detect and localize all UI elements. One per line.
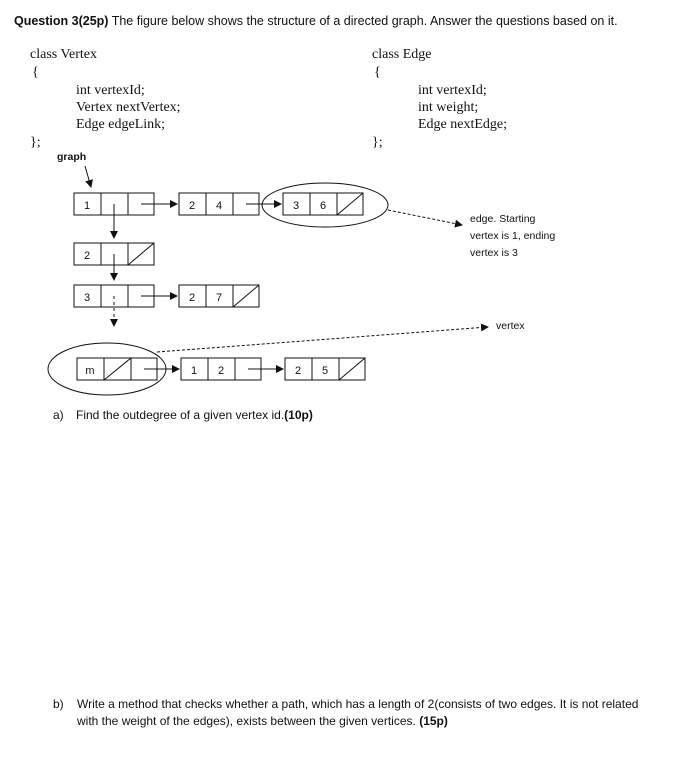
edge-vertex-id: 2	[189, 292, 195, 304]
edge-weight: 2	[218, 365, 224, 377]
question-intro: The figure below shows the structure of …	[111, 14, 618, 28]
edge-field-weight: int weight;	[418, 100, 479, 115]
edge-weight: 6	[320, 200, 326, 212]
edge-annotation-line-1: edge. Starting	[470, 213, 536, 225]
part-b-line-1: Write a method that checks whether a pat…	[77, 697, 639, 711]
vertex-id-m: m	[85, 365, 94, 377]
edge-class-open: {	[374, 65, 381, 80]
edge-weight: 5	[322, 365, 328, 377]
vertex-class-open: {	[32, 65, 39, 80]
edge-annotation-line-2: vertex is 1, ending	[470, 230, 555, 242]
vertex-id-3: 3	[84, 292, 90, 304]
edge-class-decl: class Edge	[372, 47, 432, 62]
edge-node-2-7: 2 7	[178, 284, 260, 308]
vertex-annotation-arrow	[156, 323, 489, 353]
edge-weight: 7	[216, 292, 222, 304]
edge-vertex-id: 1	[191, 365, 197, 377]
graph-label: graph	[57, 151, 86, 163]
edge-node-3-6: 3 6	[282, 192, 364, 216]
edge-weight: 4	[216, 200, 222, 212]
edge-field-id: int vertexId;	[418, 83, 487, 98]
part-b-line-2: with the weight of the edges), exists be…	[77, 713, 448, 730]
part-a-label: a)	[53, 408, 64, 422]
graph-figure: graph 1 2 4 3 6	[47, 151, 555, 396]
edge-node-1-2: 1 2	[180, 357, 262, 381]
part-a-text: Find the outdegree of a given vertex id.	[76, 408, 285, 422]
vertex-id-2: 2	[84, 250, 90, 262]
part-b-points: (15p)	[419, 714, 448, 728]
vertex-id-1: 1	[84, 200, 90, 212]
edge-class-close: };	[372, 135, 383, 150]
edge-vertex-id: 2	[189, 200, 195, 212]
question-header: Question 3(25p) The figure below shows t…	[14, 14, 618, 28]
part-b-text: with the weight of the edges), exists be…	[77, 714, 416, 728]
part-a-points: (10p)	[284, 408, 313, 422]
question-label: Question 3(25p)	[14, 14, 109, 28]
part-a: a) Find the outdegree of a given vertex …	[53, 407, 313, 424]
vertex-field-next: Vertex nextVertex;	[76, 100, 181, 115]
vertex-field-edgelink: Edge edgeLink;	[76, 117, 166, 132]
part-b-label: b)	[53, 697, 64, 711]
vertex-field-id: int vertexId;	[76, 83, 145, 98]
edge-node-2-5: 2 5	[284, 357, 366, 381]
edge-annotation-arrow	[387, 209, 463, 228]
vertex-class-decl: class Vertex	[30, 47, 97, 62]
vertex-class-close: };	[30, 135, 41, 150]
edge-field-next: Edge nextEdge;	[418, 117, 508, 132]
vertex-annotation: vertex	[496, 320, 525, 332]
edge-vertex-id: 2	[295, 365, 301, 377]
edge-highlight-ellipse	[261, 182, 389, 228]
edge-annotation-line-3: vertex is 3	[470, 247, 518, 259]
graph-pointer-arrow	[84, 165, 93, 188]
edge-vertex-id: 3	[293, 200, 299, 212]
